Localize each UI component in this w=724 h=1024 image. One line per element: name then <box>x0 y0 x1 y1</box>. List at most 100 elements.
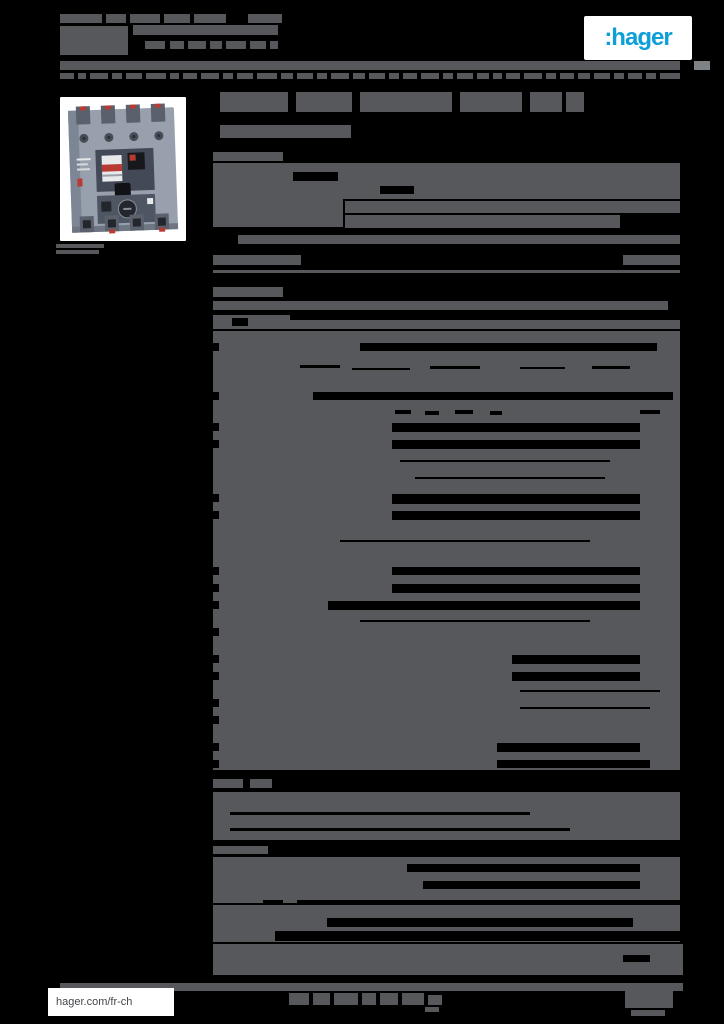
redacted-text-bar <box>425 1007 439 1012</box>
redaction-gap <box>293 172 338 181</box>
redaction-gap <box>313 392 673 400</box>
redaction-gap <box>213 655 219 663</box>
redacted-text-bar <box>421 73 439 79</box>
redacted-text-bar <box>443 73 453 79</box>
redacted-text-bar <box>238 235 680 244</box>
redaction-gap <box>423 881 640 889</box>
redacted-text-bar <box>493 73 502 79</box>
redacted-text-bar <box>578 73 590 79</box>
redaction-gap <box>592 366 630 369</box>
redacted-text-bar <box>194 14 226 23</box>
redaction-gap <box>213 567 219 575</box>
redacted-text-bar <box>389 73 399 79</box>
redacted-text-bar <box>362 993 376 1005</box>
redacted-text-bar <box>213 779 243 788</box>
redaction-gap <box>415 477 605 479</box>
redacted-text-bar <box>112 73 122 79</box>
redacted-text-bar <box>126 73 142 79</box>
redacted-text-bar <box>289 993 309 1005</box>
redaction-gap <box>213 511 219 519</box>
redacted-text-bar <box>220 125 351 138</box>
redacted-text-bar <box>402 993 424 1005</box>
hager-logo-text: :hager <box>604 24 672 51</box>
redacted-text-bar <box>248 14 282 23</box>
redaction-gap <box>340 540 590 542</box>
footer-website-link[interactable]: hager.com/fr-ch <box>56 996 133 1008</box>
redacted-text-bar <box>164 14 190 23</box>
redaction-gap <box>213 628 219 636</box>
redaction-gap <box>213 440 219 448</box>
redacted-text-bar <box>60 14 102 23</box>
redaction-gap <box>400 460 610 462</box>
redaction-gap <box>392 440 640 449</box>
redacted-text-bar <box>457 73 473 79</box>
redaction-gap <box>512 672 640 681</box>
redacted-text-bar <box>628 73 642 79</box>
redacted-text-bar <box>145 41 165 49</box>
redacted-text-bar <box>660 73 680 79</box>
redacted-text-bar <box>530 92 562 112</box>
redacted-text-bar <box>213 792 680 840</box>
product-image <box>60 97 186 241</box>
redaction-gap <box>512 655 640 664</box>
redaction-gap <box>230 828 570 831</box>
redaction-gap <box>380 186 414 194</box>
redacted-text-bar <box>546 73 556 79</box>
redaction-gap <box>490 411 502 415</box>
redacted-text-bar <box>250 779 272 788</box>
redaction-gap <box>360 343 657 351</box>
redacted-text-bar <box>223 73 233 79</box>
redacted-text-bar <box>369 73 385 79</box>
redacted-text-bar <box>296 92 352 112</box>
redaction-gap <box>497 760 650 768</box>
redacted-text-bar <box>270 41 278 49</box>
redacted-text-bar <box>213 331 680 770</box>
redacted-text-bar <box>243 320 680 329</box>
redaction-gap <box>213 392 219 400</box>
redacted-text-bar <box>403 73 417 79</box>
redaction-gap <box>213 343 219 351</box>
redacted-text-bar <box>331 73 349 79</box>
redacted-text-bar <box>380 993 398 1005</box>
redacted-text-bar <box>213 152 283 161</box>
redaction-gap <box>520 707 650 709</box>
redaction-gap <box>455 410 473 414</box>
redacted-text-bar <box>631 1010 665 1016</box>
redaction-gap <box>213 423 219 431</box>
redacted-text-bar <box>226 41 246 49</box>
redaction-gap <box>392 511 640 520</box>
redaction-gap <box>230 812 530 815</box>
redaction-gap <box>213 601 219 609</box>
redacted-text-bar <box>133 25 278 35</box>
redacted-text-bar <box>594 73 610 79</box>
redacted-text-bar <box>566 92 584 112</box>
redacted-text-bar <box>625 984 673 1008</box>
redacted-text-bar <box>560 73 574 79</box>
redacted-text-bar <box>213 301 668 310</box>
redacted-text-bar <box>345 215 620 228</box>
redaction-gap <box>213 716 219 724</box>
redacted-text-bar <box>213 944 683 975</box>
redacted-text-bar <box>614 73 624 79</box>
redaction-gap <box>213 743 219 751</box>
redacted-text-bar <box>646 73 656 79</box>
redacted-text-bar <box>90 73 108 79</box>
redaction-gap <box>623 955 650 962</box>
redacted-text-bar <box>60 983 683 991</box>
redacted-text-bar <box>56 244 104 248</box>
redaction-gap <box>520 690 660 692</box>
redaction-gap <box>232 318 248 326</box>
redacted-text-bar <box>257 73 277 79</box>
redacted-text-bar <box>183 73 197 79</box>
redacted-text-bar <box>210 41 222 49</box>
redacted-text-bar <box>130 14 160 23</box>
redaction-gap <box>425 411 439 415</box>
redacted-text-bar <box>60 26 128 55</box>
redaction-gap <box>407 864 640 872</box>
hager-logo: :hager <box>584 16 692 60</box>
footer-website-box: hager.com/fr-ch <box>48 988 174 1016</box>
redacted-text-bar <box>297 73 313 79</box>
redacted-text-bar <box>313 993 330 1005</box>
redacted-text-bar <box>213 287 283 297</box>
